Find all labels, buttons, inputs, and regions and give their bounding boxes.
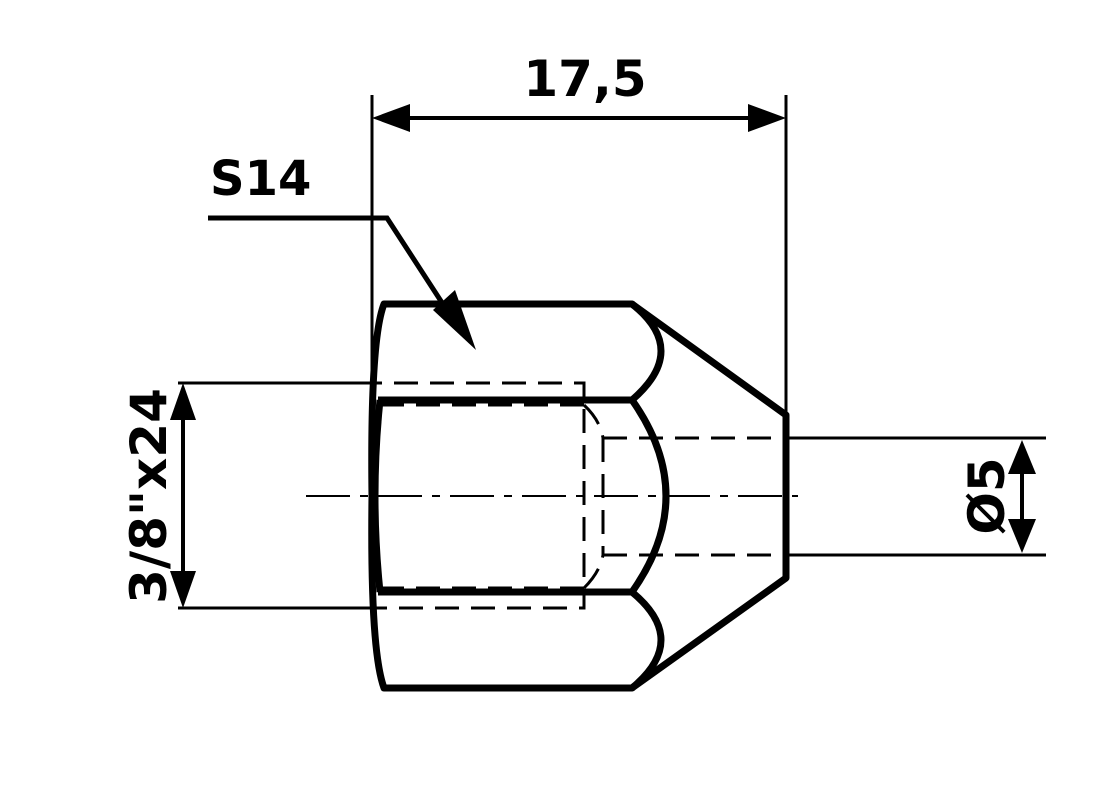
nut-body [368, 300, 790, 692]
thread-label: 3/8"x24 [120, 388, 178, 604]
bore-dimension: Ø5 [786, 436, 1046, 557]
arrow-down-icon [170, 571, 196, 608]
wrench-size-leader: S14 [208, 151, 476, 350]
arrow-right-icon [748, 104, 786, 132]
length-label: 17,5 [523, 50, 646, 108]
arrow-up-icon [1008, 440, 1036, 474]
thread-dimension: 3/8"x24 [120, 381, 372, 610]
length-dimension: 17,5 [370, 50, 788, 415]
arrow-left-icon [372, 104, 410, 132]
wrench-size-label: S14 [210, 151, 311, 207]
arrow-down-icon [1008, 519, 1036, 553]
arrow-up-icon [170, 383, 196, 420]
bore-label: Ø5 [958, 457, 1016, 534]
